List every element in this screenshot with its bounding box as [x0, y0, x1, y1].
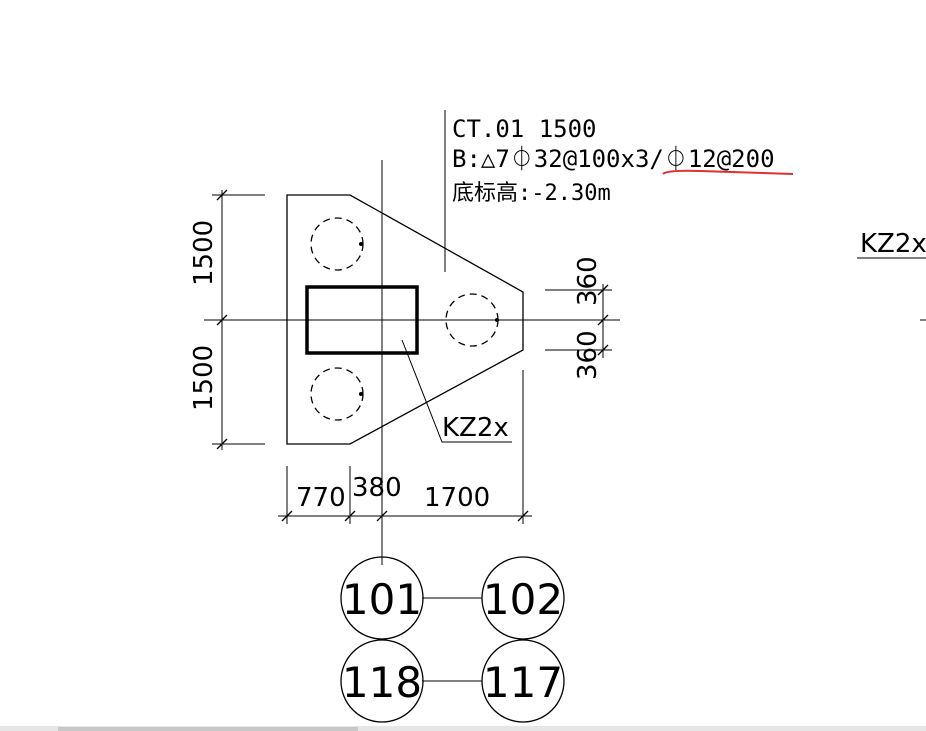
dim-tick: [216, 189, 228, 201]
dim-bottom-a: 770: [296, 483, 346, 513]
horizontal-scrollbar-thumb[interactable]: [58, 727, 358, 731]
dim-tick: [344, 510, 356, 522]
dim-tick: [376, 510, 388, 522]
dim-tick: [597, 284, 609, 296]
grid-bubble-117-label: 117: [483, 658, 563, 707]
red-markup-underline: [662, 169, 794, 175]
dim-bottom-c: 1700: [424, 483, 490, 513]
column-label: KZ2x: [442, 413, 509, 443]
annotation-line-3: 底标高:-2.30m: [452, 181, 611, 206]
pile-center-dot: [359, 242, 363, 246]
column-rect: [305, 285, 419, 355]
grid-bubble-118: [340, 639, 424, 723]
dim-left-bottom: 1500: [189, 345, 219, 411]
pile-center-dot: [359, 392, 363, 396]
grid-bubble-101: [340, 556, 424, 640]
pile-bottom-left: [310, 367, 364, 421]
grid-bubble-102-label: 102: [483, 575, 563, 624]
dim-right-bottom: 360: [573, 330, 603, 380]
annotation-line-2: B:△7⏀32@100x3/⏀12@200: [452, 145, 775, 173]
dim-bottom-b: 380: [352, 473, 402, 503]
annotation-line-1: CT.01 1500: [452, 115, 597, 143]
dim-tick: [517, 510, 529, 522]
dim-tick: [281, 510, 293, 522]
pile-top-left: [310, 217, 364, 271]
grid-bubble-102: [481, 556, 565, 640]
grid-bubble-117: [481, 639, 565, 723]
dim-tick: [216, 438, 228, 450]
grid-bubble-101-label: 101: [342, 575, 422, 624]
pile-cap-outline: [286, 194, 524, 445]
horizontal-scrollbar-track[interactable]: [0, 726, 926, 731]
grid-bubble-118-label: 118: [342, 658, 422, 707]
dim-right-top: 360: [573, 256, 603, 306]
side-label: KZ2x: [860, 229, 926, 259]
dim-tick: [216, 314, 228, 326]
dim-tick: [597, 314, 609, 326]
pile-center-dot: [495, 318, 499, 322]
column-label-leader: [401, 339, 512, 443]
dim-left-top: 1500: [189, 220, 219, 286]
dim-tick: [597, 344, 609, 356]
